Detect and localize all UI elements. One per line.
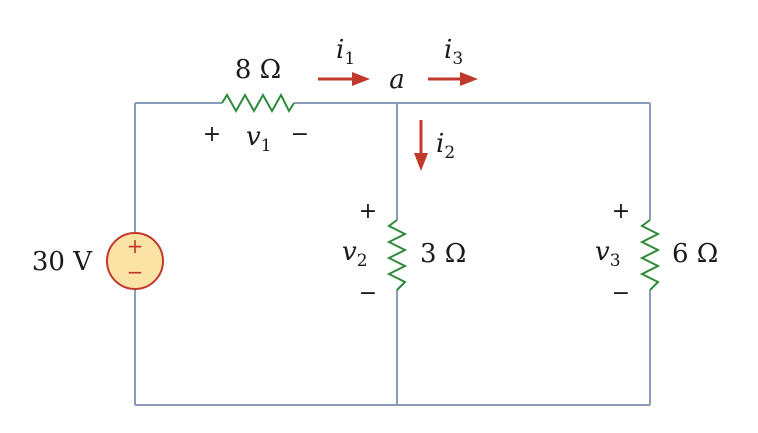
r1-resistance-label: 8 Ω — [235, 55, 281, 85]
current-arrow-i2 — [414, 120, 428, 171]
wires — [134, 102, 651, 406]
v3-minus-sign: − — [612, 281, 630, 306]
v2-voltage-label: v2 — [342, 237, 368, 271]
source-minus-sign: − — [127, 260, 144, 284]
current-arrow-i3 — [428, 72, 478, 86]
i3-current-label: i3 — [444, 35, 463, 69]
v1-minus-sign: − — [291, 122, 309, 147]
v2-minus-sign: − — [359, 281, 377, 306]
voltage-source: + − — [106, 232, 164, 290]
node-a-label: a — [389, 65, 405, 95]
resistor-3-ohm — [386, 219, 408, 291]
arrow-right-icon — [352, 72, 370, 86]
v3-voltage-label: v3 — [595, 237, 621, 271]
current-arrow-i1 — [318, 72, 370, 86]
resistor-8-ohm — [221, 92, 295, 114]
v2-plus-sign: + — [359, 199, 377, 224]
v1-voltage-label: v1 — [246, 122, 272, 156]
v3-plus-sign: + — [612, 199, 630, 224]
arrow-right-icon — [460, 72, 478, 86]
arrow-down-icon — [414, 153, 428, 171]
source-plus-sign: + — [127, 234, 144, 258]
r3-resistance-label: 6 Ω — [672, 239, 718, 269]
i1-current-label: i1 — [336, 35, 355, 69]
voltage-source-icon — [106, 232, 164, 290]
i2-current-label: i2 — [436, 129, 455, 163]
source-value-label: 30 V — [32, 247, 93, 277]
r2-resistance-label: 3 Ω — [420, 239, 466, 269]
v1-plus-sign: + — [203, 122, 221, 147]
resistor-6-ohm — [639, 219, 661, 291]
